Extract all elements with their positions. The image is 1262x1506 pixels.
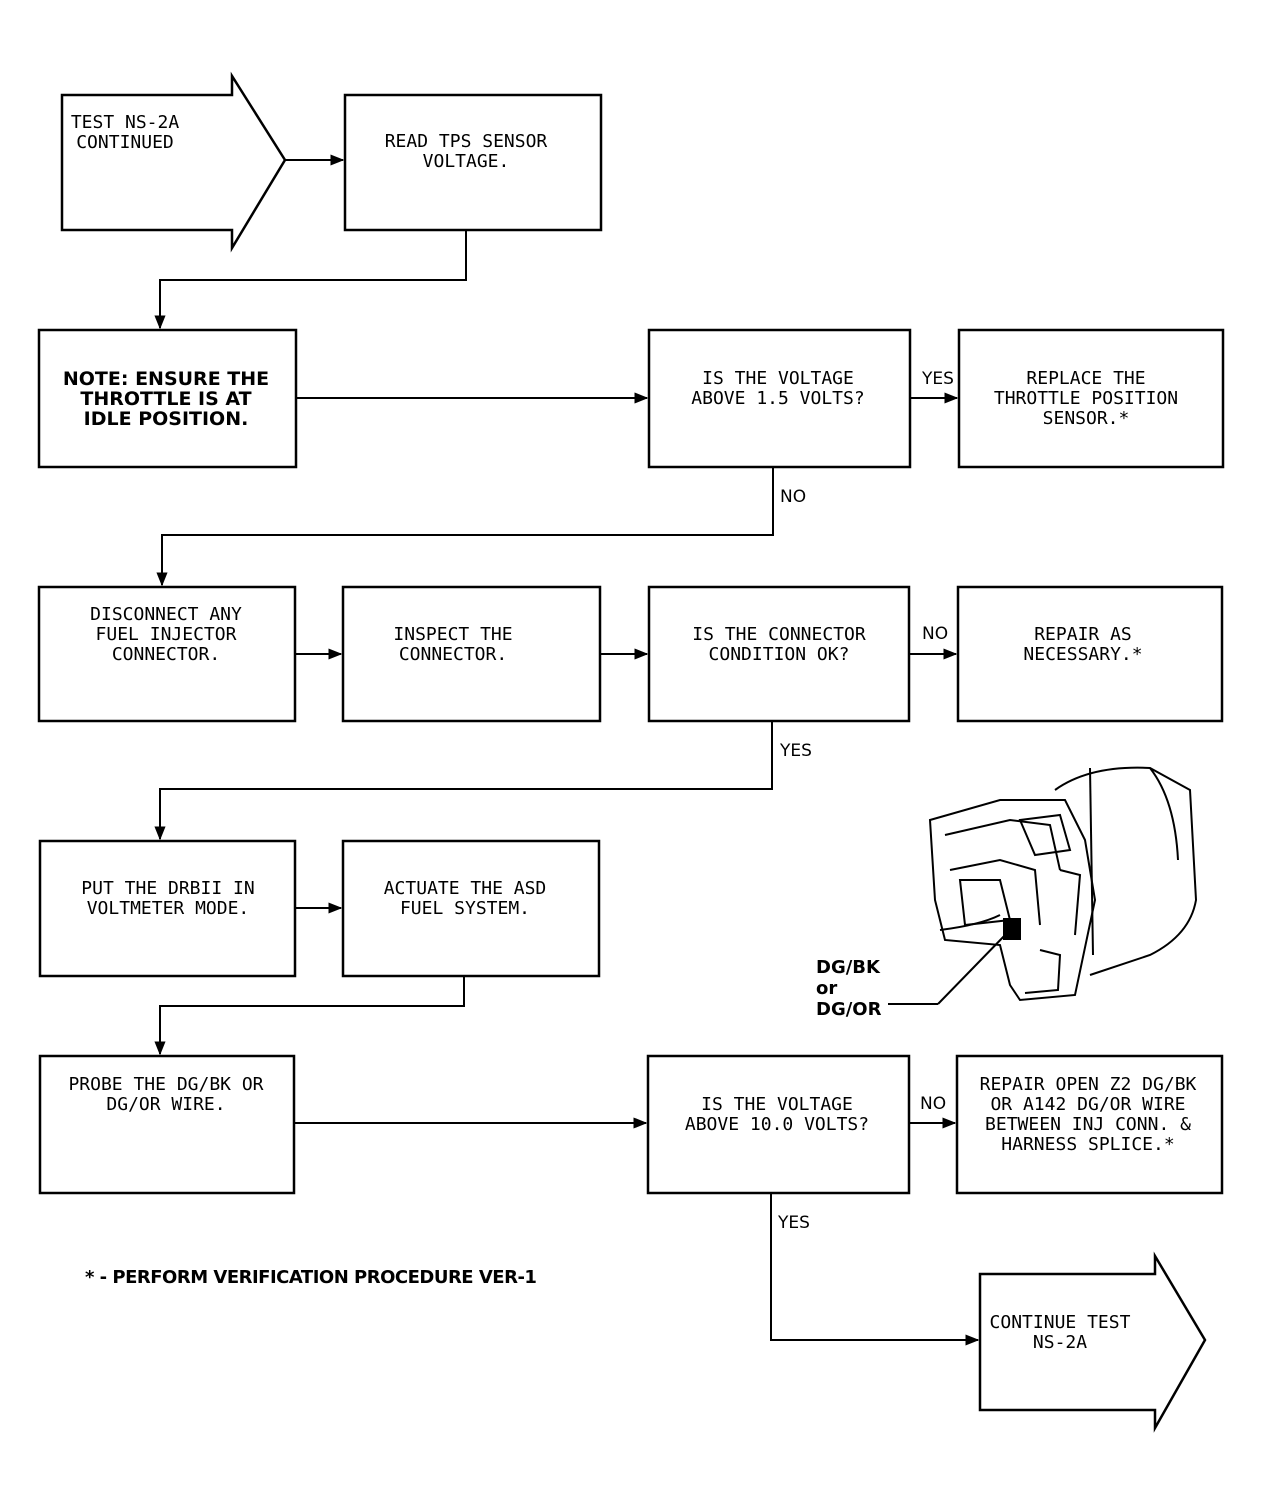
- text-line: ABOVE 10.0 VOLTS?: [685, 1114, 869, 1135]
- edge-q10-to-continue: [770, 1193, 980, 1346]
- edge-label-no-repair: NO: [922, 624, 948, 644]
- text-line: VOLTAGE.: [423, 151, 510, 172]
- text-line: CONTINUED: [76, 132, 174, 153]
- text-line: TEST NS-2A: [71, 112, 180, 133]
- text-line: OR A142 DG/OR WIRE: [990, 1094, 1185, 1115]
- text-line: INSPECT THE: [393, 624, 512, 645]
- read-tps-box: [343, 93, 603, 232]
- replace-tps-box: [957, 328, 1225, 469]
- text-line: ABOVE 1.5 VOLTS?: [691, 388, 864, 409]
- text-line: FUEL INJECTOR: [96, 624, 237, 645]
- text-line: THROTTLE IS AT: [80, 388, 251, 410]
- repair-necessary-box: [956, 585, 1224, 723]
- edge-label-yes-continue: YES: [777, 1213, 810, 1233]
- edge-label-no-repair-open: NO: [920, 1094, 946, 1114]
- text-line: or: [816, 978, 837, 999]
- text-line: SENSOR.*: [1043, 408, 1130, 429]
- text-line: CONDITION OK?: [709, 644, 850, 665]
- text-line: NOTE: ENSURE THE: [63, 368, 269, 390]
- q-voltage-10-box: [646, 1054, 911, 1195]
- text-line: DG/BK: [816, 957, 881, 978]
- text-line: REPLACE THE: [1026, 368, 1145, 389]
- continue-arrow-shape: [978, 1251, 1207, 1433]
- text-line: REPAIR OPEN Z2 DG/BK: [980, 1074, 1197, 1095]
- connector-terminal: [1003, 918, 1021, 940]
- text-line: IDLE POSITION.: [84, 408, 249, 430]
- text-line: CONNECTOR.: [399, 644, 507, 665]
- text-line: THROTTLE POSITION: [994, 388, 1178, 409]
- edge-qconn-to-drbii: [154, 721, 773, 841]
- edge-label-yes-drbii: YES: [779, 741, 812, 761]
- start-arrow-shape: [60, 71, 287, 253]
- text-line: PROBE THE DG/BK OR: [68, 1074, 263, 1095]
- text-line: NECESSARY.*: [1023, 644, 1142, 665]
- edge-label-yes-replace: YES: [921, 369, 954, 389]
- probe-wire-box: [38, 1054, 296, 1195]
- text-line: HARNESS SPLICE.*: [1001, 1134, 1174, 1155]
- text-line: DG/OR: [816, 999, 882, 1020]
- actuate-asd-box: [341, 839, 601, 978]
- edge-q15-to-disconnect: [156, 467, 774, 587]
- text-line: BETWEEN INJ CONN. &: [985, 1114, 1191, 1135]
- text-line: NS-2A: [1033, 1332, 1087, 1353]
- text-line: DISCONNECT ANY: [90, 604, 242, 625]
- text-line: VOLTMETER MODE.: [87, 898, 250, 919]
- edge-label-no-disconnect: NO: [780, 487, 806, 507]
- callout-leader: [937, 929, 1011, 1005]
- text-line: CONTINUE TEST: [990, 1312, 1131, 1333]
- repair-open-box: [955, 1054, 1224, 1195]
- footnote: * - PERFORM VERIFICATION PROCEDURE VER-1: [85, 1267, 536, 1288]
- text-line: DG/OR WIRE.: [106, 1094, 225, 1115]
- text-line: ACTUATE THE ASD: [384, 878, 547, 899]
- edge-read-to-note: [154, 230, 467, 330]
- text-line: READ TPS SENSOR: [385, 131, 548, 152]
- text-line: IS THE CONNECTOR: [692, 624, 866, 645]
- edge-actuate-to-probe: [154, 976, 465, 1056]
- text-line: CONNECTOR.: [112, 644, 220, 665]
- text-line: IS THE VOLTAGE: [701, 1094, 853, 1115]
- connector-illustration: [928, 766, 1198, 1002]
- text-line: REPAIR AS: [1034, 624, 1132, 645]
- text-line: PUT THE DRBII IN: [81, 878, 254, 899]
- text-line: IS THE VOLTAGE: [702, 368, 854, 389]
- text-line: FUEL SYSTEM.: [400, 898, 530, 919]
